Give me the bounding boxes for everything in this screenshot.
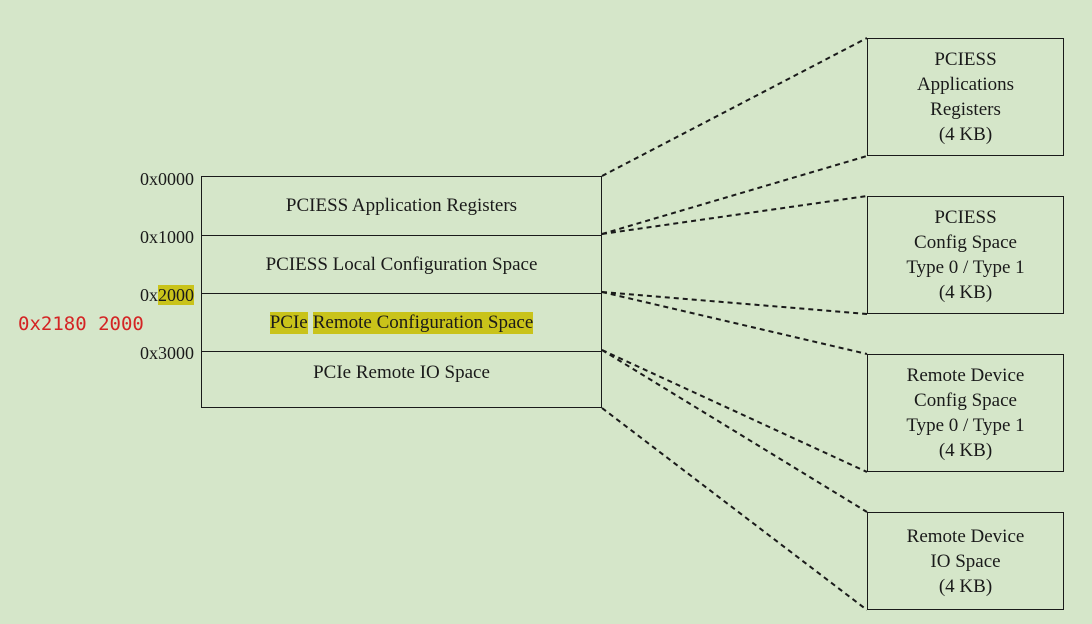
region-label: PCIe Remote IO Space <box>313 362 490 383</box>
address-label-0x3000: 0x3000 <box>140 343 194 363</box>
detail-line: Remote Device <box>906 365 1025 386</box>
connector-local-top <box>601 195 868 235</box>
region-application-registers: PCIESS Application Registers <box>202 177 601 235</box>
address-prefix: 0x <box>140 285 158 305</box>
detail-line: Type 0 / Type 1 <box>906 415 1025 436</box>
detail-box-remote-config-space: Remote Device Config Space Type 0 / Type… <box>867 354 1064 472</box>
connector-app-top <box>601 37 868 177</box>
region-label: PCIESS Local Configuration Space <box>265 253 538 275</box>
region-local-config-space: PCIESS Local Configuration Space <box>202 235 601 293</box>
physical-address-annotation: 0x2180 2000 <box>18 313 144 335</box>
detail-line: (4 KB) <box>938 440 993 461</box>
detail-box-application-registers: PCIESS Applications Registers (4 KB) <box>867 38 1064 156</box>
detail-line: (4 KB) <box>938 124 993 145</box>
detail-line: Config Space <box>914 390 1017 411</box>
connector-app-bottom <box>601 155 868 235</box>
address-label-0x1000: 0x1000 <box>140 227 194 247</box>
memory-map-block: PCIESS Application Registers PCIESS Loca… <box>201 176 602 408</box>
detail-box-local-config-space: PCIESS Config Space Type 0 / Type 1 (4 K… <box>867 196 1064 314</box>
detail-line: (4 KB) <box>938 575 993 597</box>
region-label-part2: Remote Configuration Space <box>312 311 534 334</box>
connector-remote-io-top <box>601 349 868 513</box>
connector-remote-io-bottom <box>601 407 868 611</box>
detail-line: IO Space <box>930 550 1001 572</box>
detail-line: Config Space <box>914 232 1017 253</box>
region-label: PCIESS Application Registers <box>285 195 518 216</box>
detail-line: Remote Device <box>906 525 1025 547</box>
detail-line: Type 0 / Type 1 <box>906 257 1025 278</box>
region-label-part1: PCIe <box>269 311 308 334</box>
region-remote-io-space: PCIe Remote IO Space <box>202 351 601 407</box>
connector-remote-config-bottom <box>601 349 868 473</box>
address-label-0x0000: 0x0000 <box>140 169 194 189</box>
detail-box-remote-io-space: Remote Device IO Space (4 KB) <box>867 512 1064 610</box>
detail-line: Applications <box>916 74 1015 95</box>
connector-remote-config-top <box>601 291 868 355</box>
address-highlight: 2000 <box>158 285 194 305</box>
detail-line: Registers <box>930 99 1001 120</box>
detail-line: (4 KB) <box>938 282 993 303</box>
detail-line: PCIESS <box>934 49 997 70</box>
connector-local-bottom <box>601 291 868 315</box>
detail-line: PCIESS <box>934 207 997 228</box>
address-label-0x2000: 0x2000 <box>140 284 194 306</box>
